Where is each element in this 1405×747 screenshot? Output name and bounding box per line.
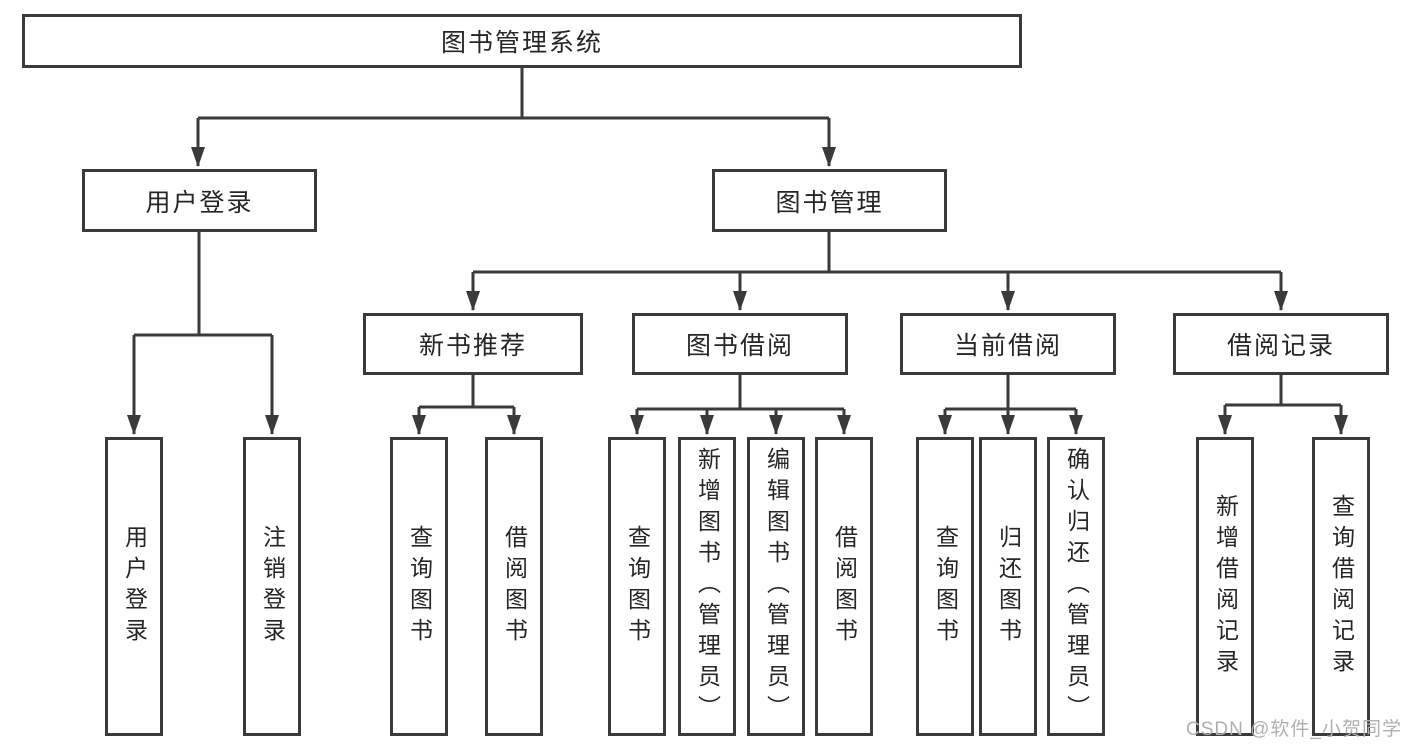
leaf-add-books-admin-label: 新增图书（管理员） <box>694 447 721 726</box>
node-root-label: 图书管理系统 <box>440 29 603 57</box>
node-new-book-recommend: 新书推荐 <box>363 313 583 375</box>
leaf-query-borrow-record-label: 查询借阅记录 <box>1328 493 1355 680</box>
leaf-add-books-admin: 新增图书（管理员） <box>678 437 736 736</box>
leaf-user-login: 用户登录 <box>105 437 163 736</box>
leaf-add-borrow-record: 新增借阅记录 <box>1196 437 1254 736</box>
node-borrow-records: 借阅记录 <box>1173 313 1389 375</box>
leaf-confirm-return-admin-label: 确认归还（管理员） <box>1063 447 1090 726</box>
node-book-management-label: 图书管理 <box>775 188 884 217</box>
leaf-return-books-label: 归还图书 <box>995 524 1022 649</box>
node-book-borrow: 图书借阅 <box>632 313 848 375</box>
node-root: 图书管理系统 <box>22 14 1022 68</box>
leaf-edit-books-admin-label: 编辑图书（管理员） <box>763 447 790 726</box>
leaf-borrow-books: 借阅图书 <box>815 437 873 736</box>
leaf-logout: 注销登录 <box>243 437 301 736</box>
node-current-borrow-label: 当前借阅 <box>953 332 1062 360</box>
node-borrow-records-label: 借阅记录 <box>1226 332 1335 360</box>
leaf-confirm-return-admin: 确认归还（管理员） <box>1047 437 1105 736</box>
node-current-borrow: 当前借阅 <box>900 313 1116 375</box>
node-new-book-recommend-label: 新书推荐 <box>418 332 527 360</box>
leaf-query-books-recommend-label: 查询图书 <box>406 524 433 649</box>
leaf-query-books-current: 查询图书 <box>916 437 974 736</box>
leaf-borrow-books-label: 借阅图书 <box>831 524 858 649</box>
csdn-watermark: CSDN @软件_小贺同学 <box>1186 719 1402 740</box>
leaf-user-login-label: 用户登录 <box>121 524 148 649</box>
leaf-logout-label: 注销登录 <box>259 524 286 649</box>
leaf-borrow-books-recommend-label: 借阅图书 <box>501 524 528 649</box>
leaf-add-borrow-record-label: 新增借阅记录 <box>1212 493 1239 680</box>
leaf-query-books-borrow-label: 查询图书 <box>624 524 651 649</box>
node-user-login: 用户登录 <box>82 169 317 232</box>
leaf-edit-books-admin: 编辑图书（管理员） <box>747 437 805 736</box>
leaf-query-books-current-label: 查询图书 <box>932 524 959 649</box>
node-book-management: 图书管理 <box>712 169 947 232</box>
leaf-query-borrow-record: 查询借阅记录 <box>1312 437 1370 736</box>
node-user-login-label: 用户登录 <box>145 188 254 217</box>
leaf-return-books: 归还图书 <box>979 437 1037 736</box>
leaf-query-books-borrow: 查询图书 <box>608 437 666 736</box>
leaf-query-books-recommend: 查询图书 <box>390 437 448 736</box>
leaf-borrow-books-recommend: 借阅图书 <box>485 437 543 736</box>
node-book-borrow-label: 图书借阅 <box>685 332 794 360</box>
